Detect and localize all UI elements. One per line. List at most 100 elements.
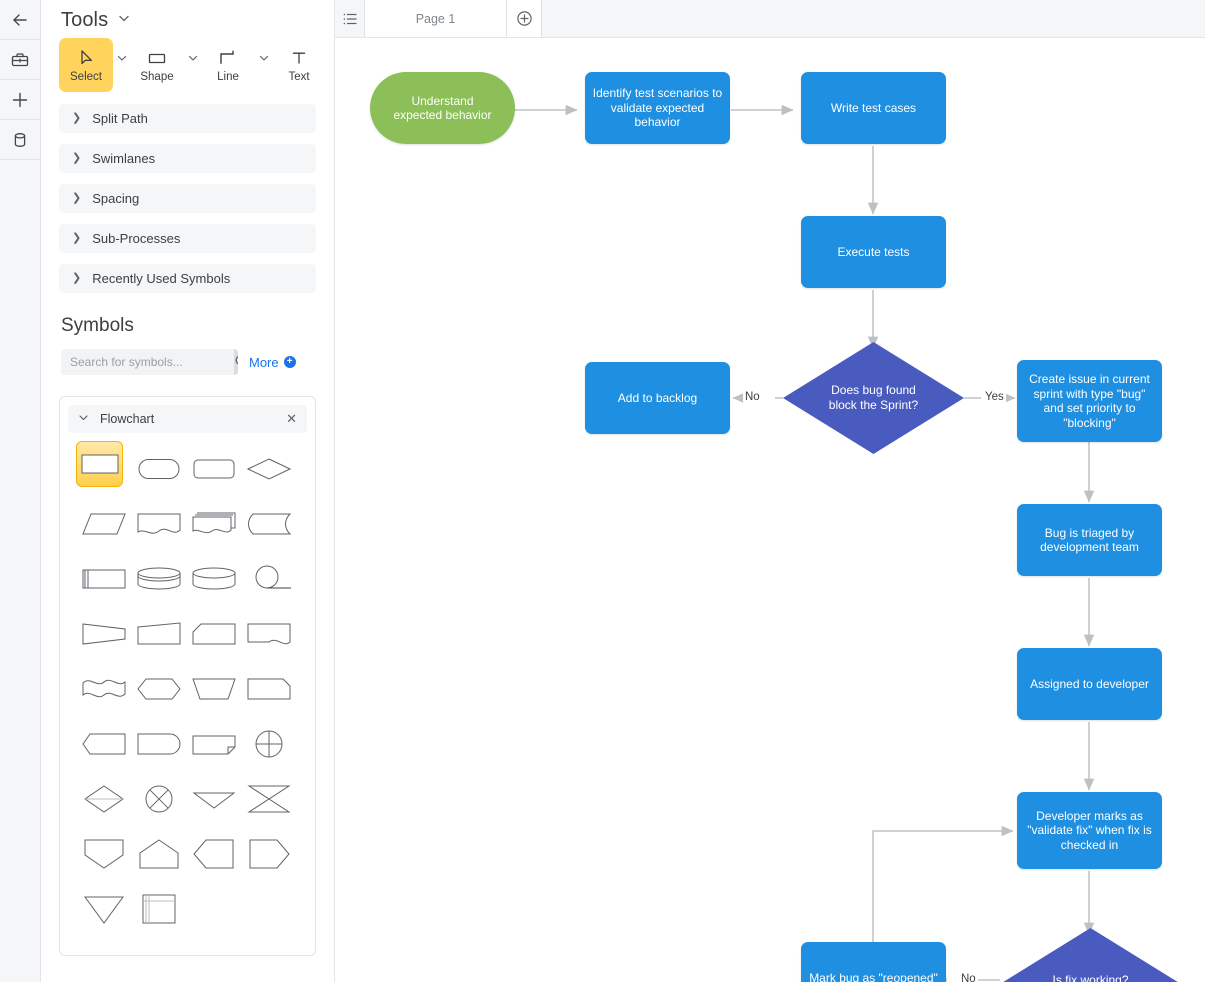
page-tab-bar: Page 1	[335, 0, 1205, 38]
tool-select-button[interactable]: Select	[59, 38, 113, 92]
flow-node-developer-marks-validate-fix[interactable]: Developer marks as "validate fix" when f…	[1017, 792, 1162, 869]
symbol-table-grid[interactable]	[131, 881, 186, 936]
chevron-right-icon: ❯	[72, 112, 82, 124]
flow-node-mark-bug-reopened[interactable]: Mark bug as "reopened"	[801, 942, 946, 982]
database-icon[interactable]	[0, 120, 41, 160]
section-sub-processes[interactable]: ❯ Sub-Processes	[59, 224, 316, 253]
tool-line-caret[interactable]	[255, 38, 272, 92]
add-page-icon[interactable]	[507, 0, 542, 37]
section-recently-used-symbols[interactable]: ❯ Recently Used Symbols	[59, 264, 316, 293]
symbol-rounded-rectangle[interactable]	[186, 441, 241, 496]
edge-label-no-backlog: No	[743, 391, 762, 404]
tool-text-button[interactable]: Text	[272, 38, 326, 92]
plus-circle-icon: +	[283, 356, 296, 368]
symbol-hexagon-preparation[interactable]	[131, 661, 186, 716]
chevron-down-icon[interactable]	[117, 11, 131, 30]
tools-header: Tools	[41, 0, 334, 36]
symbol-direct-access-storage[interactable]	[131, 551, 186, 606]
flow-node-assigned-to-developer[interactable]: Assigned to developer	[1017, 648, 1162, 720]
back-arrow-icon[interactable]	[0, 0, 41, 40]
symbol-wave-document[interactable]	[76, 661, 131, 716]
symbol-triangle-down[interactable]	[76, 881, 131, 936]
flow-node-understand-expected-behavior[interactable]: Understand expected behavior	[370, 72, 515, 144]
left-icon-rail	[0, 0, 41, 982]
section-label: Split Path	[92, 111, 148, 126]
cursor-icon	[76, 46, 96, 70]
symbol-multi-document[interactable]	[186, 496, 241, 551]
symbol-triangle-down-small[interactable]	[186, 771, 241, 826]
symbol-search-wrap	[61, 349, 238, 375]
symbol-disk-storage[interactable]	[186, 551, 241, 606]
symbol-document[interactable]	[131, 496, 186, 551]
search-button[interactable]	[234, 349, 238, 375]
symbol-hourglass-display[interactable]	[76, 606, 131, 661]
chevron-right-icon: ❯	[72, 152, 82, 164]
chevron-right-icon: ❯	[72, 232, 82, 244]
section-swimlanes[interactable]: ❯ Swimlanes	[59, 144, 316, 173]
tool-shape-caret[interactable]	[184, 38, 201, 92]
symbol-process-rectangle[interactable]	[76, 441, 123, 487]
symbol-category-flowchart[interactable]: Flowchart ✕	[68, 405, 307, 433]
flow-node-bug-is-triaged[interactable]: Bug is triaged by development team	[1017, 504, 1162, 576]
symbol-decision-diamond[interactable]	[241, 441, 296, 496]
symbol-split-diamond[interactable]	[76, 771, 131, 826]
symbols-title: Symbols	[61, 315, 134, 336]
elbow-line-icon	[217, 46, 239, 70]
symbol-search-row: More +	[41, 337, 334, 375]
symbol-left-notched-rectangle[interactable]	[76, 716, 131, 771]
symbol-tape-data[interactable]	[241, 606, 296, 661]
symbol-crossed-circle-quadrant[interactable]	[241, 716, 296, 771]
close-icon[interactable]: ✕	[286, 411, 297, 426]
tool-button-row: Select Shape Line	[41, 36, 334, 96]
section-split-path[interactable]: ❯ Split Path	[59, 104, 316, 133]
tool-select-caret[interactable]	[113, 38, 130, 92]
symbol-category-label: Flowchart	[100, 412, 155, 426]
page-bar-filler	[542, 0, 1205, 37]
tools-title: Tools	[61, 9, 109, 31]
search-input[interactable]	[61, 349, 234, 375]
symbol-card[interactable]	[186, 606, 241, 661]
symbol-bowtie[interactable]	[241, 771, 296, 826]
symbol-stored-data[interactable]	[241, 496, 296, 551]
symbol-internal-storage[interactable]	[76, 551, 131, 606]
symbol-right-rounded-rectangle[interactable]	[131, 716, 186, 771]
chevron-right-icon: ❯	[72, 192, 82, 204]
symbol-pentagon-up[interactable]	[131, 826, 186, 881]
flow-node-write-test-cases[interactable]: Write test cases	[801, 72, 946, 144]
section-label: Sub-Processes	[92, 231, 181, 246]
more-label: More	[249, 354, 279, 370]
symbol-circle-cross[interactable]	[131, 771, 186, 826]
plus-icon[interactable]	[0, 80, 41, 120]
symbol-home-plate-down[interactable]	[76, 826, 131, 881]
symbol-connector-circle[interactable]	[241, 551, 296, 606]
tool-shape-button[interactable]: Shape	[130, 38, 184, 92]
tool-line-button[interactable]: Line	[201, 38, 255, 92]
edge-label-yes-create-issue: Yes	[983, 391, 1006, 404]
flow-node-execute-tests[interactable]: Execute tests	[801, 216, 946, 288]
symbol-terminator-stadium[interactable]	[131, 441, 186, 496]
tool-sections: ❯ Split Path ❯ Swimlanes ❯ Spacing ❯ Sub…	[41, 96, 334, 293]
symbol-arrow-left-block[interactable]	[186, 826, 241, 881]
symbol-arrow-right-block[interactable]	[241, 826, 296, 881]
flow-node-identify-test-scenarios[interactable]: Identify test scenarios to validate expe…	[585, 72, 730, 144]
flow-node-create-issue-in-sprint[interactable]: Create issue in current sprint with type…	[1017, 360, 1162, 442]
page-tab-page-1[interactable]: Page 1	[365, 0, 507, 37]
symbol-parallelogram-data[interactable]	[76, 496, 131, 551]
tool-select-label: Select	[70, 71, 102, 84]
tool-text-label: Text	[288, 71, 310, 84]
canvas-area: Page 1	[335, 0, 1205, 982]
chevron-down-icon	[78, 412, 89, 426]
flow-node-add-to-backlog[interactable]: Add to backlog	[585, 362, 730, 434]
diagram-canvas[interactable]: Understand expected behavior Identify te…	[335, 38, 1205, 982]
symbol-manual-operation[interactable]	[186, 661, 241, 716]
symbol-cut-corner-rectangle[interactable]	[241, 661, 296, 716]
search-icon	[234, 354, 238, 371]
more-symbols-link[interactable]: More +	[249, 355, 296, 370]
symbol-page-curl-note[interactable]	[186, 716, 241, 771]
symbol-trapezoid-skew[interactable]	[131, 606, 186, 661]
page-list-icon[interactable]	[335, 0, 365, 37]
section-spacing[interactable]: ❯ Spacing	[59, 184, 316, 213]
section-label: Swimlanes	[92, 151, 156, 166]
toolbox-icon[interactable]	[0, 40, 41, 80]
